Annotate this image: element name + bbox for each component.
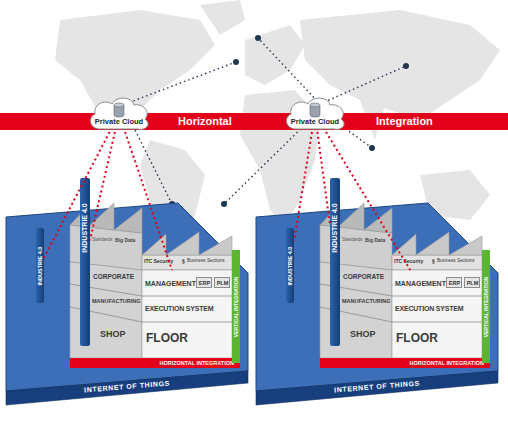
database-icon-top xyxy=(114,103,124,107)
system-label: PLM xyxy=(215,278,230,288)
cloud-label: Private Cloud xyxy=(86,117,152,127)
chimney-label: INDUSTRIE 4.0 xyxy=(36,236,44,296)
database-icon-top xyxy=(310,103,320,107)
chimney-label: INDUSTRIE 4.0 xyxy=(286,236,294,296)
strip-label: VERTICAL INTEGRATION xyxy=(232,252,240,362)
system-label: ERP xyxy=(447,278,462,288)
system-label: PLM xyxy=(465,278,480,288)
private-cloud: Private Cloud xyxy=(282,96,348,132)
system-box: ERP xyxy=(446,277,462,288)
platform-edge xyxy=(256,371,498,405)
layer-label: FLOOR xyxy=(146,331,196,345)
cloud-outline xyxy=(86,96,152,132)
layer-front: MANAGEMENT EXECUTION SYSTEM FLOOR ERPPLM xyxy=(392,270,482,358)
strip-label: HORIZONTAL INTEGRATION xyxy=(70,358,234,368)
platform-top xyxy=(6,203,248,391)
roof-label: Standards xyxy=(92,236,116,243)
chimney: INDUSTRIE 4.0 xyxy=(330,178,340,346)
band-text: Integration xyxy=(376,114,451,129)
cloud-label: Private Cloud xyxy=(282,117,348,127)
system-box: PLM xyxy=(214,277,230,288)
layer-label: MANAGEMENT xyxy=(395,279,445,288)
cloud-link xyxy=(125,132,172,270)
layer-label: MANUFACTURING xyxy=(342,297,392,305)
chimney: INDUSTRIE 4.0 xyxy=(36,228,44,303)
chimney: INDUSTRIE 4.0 xyxy=(286,228,294,303)
layer-label: CORPORATE xyxy=(343,273,389,281)
vertical-strip: VERTICAL INTEGRATION xyxy=(482,250,490,363)
layer-label: MANUFACTURING xyxy=(92,297,142,305)
network-dot xyxy=(369,145,375,151)
roof-label: § xyxy=(432,257,437,265)
network-dot xyxy=(233,59,239,65)
layer-label: EXECUTION SYSTEM xyxy=(395,304,479,314)
layer-label: MANAGEMENT xyxy=(145,279,195,288)
band-text: Horizontal xyxy=(178,114,253,129)
layer-front: MANAGEMENT EXECUTION SYSTEM FLOOR ERPPLM xyxy=(142,270,232,358)
cloud-link xyxy=(90,132,115,240)
layer-label: CORPORATE xyxy=(93,273,139,281)
layer-label: EXECUTION SYSTEM xyxy=(145,304,229,314)
network-dot xyxy=(403,63,409,69)
roof-label: Big Data xyxy=(365,236,391,244)
layer-label: SHOP xyxy=(350,329,384,340)
strip-label: VERTICAL INTEGRATION xyxy=(482,252,490,362)
cloud-outline xyxy=(282,96,348,132)
roof-label: Big Data xyxy=(115,236,141,244)
platform-top xyxy=(256,203,498,391)
roof-label: Business Sections xyxy=(187,257,232,265)
roof-label: § xyxy=(182,257,187,265)
network-dot xyxy=(255,35,261,41)
horizontal-strip: HORIZONTAL INTEGRATION xyxy=(320,358,490,368)
chimney: INDUSTRIE 4.0 xyxy=(80,178,90,346)
layer-label: FLOOR xyxy=(396,331,446,345)
network-dot xyxy=(221,201,227,207)
system-box: ERP xyxy=(196,277,212,288)
strip-label: HORIZONTAL INTEGRATION xyxy=(320,358,484,368)
roof-label: Business Sections xyxy=(437,257,482,265)
vertical-strip: VERTICAL INTEGRATION xyxy=(232,250,240,363)
private-cloud: Private Cloud xyxy=(86,96,152,132)
integration-band: Horizontal Integration xyxy=(0,113,508,130)
roof-label: Standards xyxy=(342,236,366,243)
horizontal-strip: HORIZONTAL INTEGRATION xyxy=(70,358,240,368)
layer-label: SHOP xyxy=(100,329,134,340)
system-box: PLM xyxy=(464,277,480,288)
roof-label: ITC Security xyxy=(144,257,181,265)
roof-label: ITC Security xyxy=(394,257,431,265)
system-label: ERP xyxy=(197,278,212,288)
chimney-label: INDUSTRIE 4.0 xyxy=(330,188,340,268)
chimney-label: INDUSTRIE 4.0 xyxy=(80,188,90,268)
platform-edge xyxy=(6,371,248,405)
